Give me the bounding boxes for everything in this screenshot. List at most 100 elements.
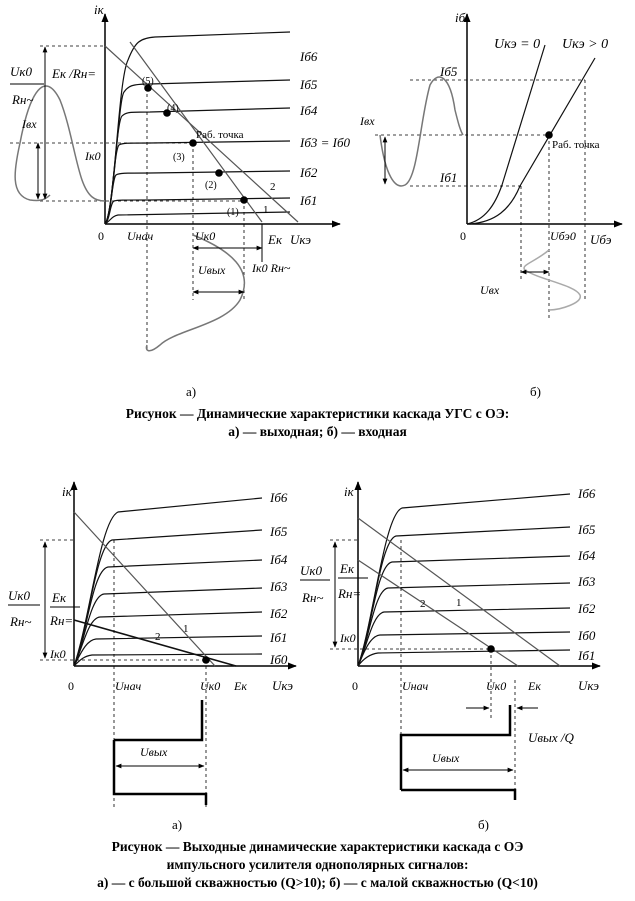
fig2b-tick-uk0: Uк0 [486,679,506,693]
fig1b-guides [375,79,586,320]
fig2b-label-ib1: Iб1 [577,648,595,663]
curve-ib0 [104,211,291,225]
fig2b-label-rn: Rн~ [301,590,323,605]
fig1a-points [144,84,248,204]
fig1a-label-ivx: Iвх [21,117,37,131]
fig1a-input-wave [19,85,106,202]
curve-ib1 [73,635,263,667]
fig1a-point-label-3: (3) [173,152,185,163]
fig2a-load-line-2 [73,619,237,667]
curve-ib2 [357,607,571,667]
fig1a-label-ik0: Iк0 [84,149,101,163]
fig2a-tick-unach: Uнач [115,679,141,693]
fig1a-label-ib3: Iб3 = Iб0 [299,135,351,150]
fig2b-load-line-1 [357,517,561,667]
fig2a-guides [40,539,207,810]
fig2b-label-uvyx-q: Uвых /Q [528,730,574,745]
fig1a-label-ib6: Iб6 [299,49,318,64]
fig2b-y-axis-label: iк [344,484,355,499]
fig1-caption-line2: а) — выходная; б) — входная [228,424,407,439]
fig2a-label-uvyx: Uвых [140,745,168,759]
fig1a-output-wave [145,234,246,352]
fig2a-x-axis-label: Uкэ [272,678,293,693]
fig2b-guides [330,539,516,790]
fig1-caption-line1: Рисунок — Динамические характеристики ка… [125,406,510,421]
curve-ib2 [104,170,291,225]
point-4 [163,109,171,117]
fig2b-label-ek: Eк [339,561,355,576]
fig1b-curve-label-pos: Uкэ > 0 [562,37,608,52]
fig2b-curves [357,493,571,667]
point-5 [144,84,152,92]
fig2a-label-ib5: Iб5 [269,524,288,539]
fig1a-tick-unach: Uнач [127,229,153,243]
fig2b-tick-unach: Uнач [402,679,428,693]
fig1b-output-wave [523,249,581,311]
fig2b-label-ib4: Iб4 [577,548,596,563]
fig1b-input-wave [379,76,464,187]
fig1a-origin: 0 [98,229,104,243]
fig2b-label-ib6: Iб6 [577,486,596,501]
fig2b-origin: 0 [352,679,358,693]
fig2b-label-rn-dc: Rн= [337,586,361,601]
fig1a-label-ib5: Iб5 [299,77,318,92]
fig2-caption-line2: импульсного усилителя однополярных сигна… [166,857,469,872]
fig1b-label-ib1: Iб1 [439,170,457,185]
fig2a-label-ek: Eк [51,590,67,605]
fig1a-tick-uk0: Uк0 [195,229,215,243]
fig2a-tick-ek: Eк [233,679,247,693]
fig2a-origin: 0 [68,679,74,693]
fig2a-load-line-1 [73,511,216,667]
point-2 [215,169,223,177]
fig1a-curves [104,31,291,225]
fig2a-label-rn-dc: Rн= [49,613,73,628]
fig1b-curve-label-0: Uкэ = 0 [494,37,540,52]
fig1a-label-ek-rn: Eк /Rн= [51,66,96,81]
fig1a-x-axis-label: Uкэ [290,232,311,247]
fig1b-x-axis-label: Uбэ [590,232,612,247]
fig1-panel-b-label: б) [530,384,541,399]
fig2b-x-axis-label: Uкэ [578,678,599,693]
curve-ib6 [357,493,571,667]
fig1a-label-uk0: Uк0 [10,64,32,79]
fig1a-load-label-2: 2 [270,181,276,193]
fig2a-label-ik0: Iк0 [49,647,66,661]
curve-ib6 [73,497,263,667]
fig2b-label-ib3: Iб3 [577,574,596,589]
fig2b-label-ib5: Iб5 [577,522,596,537]
fig1b-curve-uke0 [466,44,546,225]
curve-ib0 [73,653,263,667]
fig1b-label-ib5: Iб5 [439,64,458,79]
fig1b-tick-ube0: Uбэ0 [550,229,576,243]
fig1b-workpoint: Раб. точка [552,139,600,151]
fig2b-output-characteristic: iк Uкэ 0 Iб6 Iб5 Iб4 Iб3 Iб2 Iб1 Iб0 1 2… [300,481,601,800]
fig2a-label-rn: Rн~ [9,614,31,629]
fig1a-label-ib1: Iб1 [299,193,317,208]
fig2b-label-uvyx: Uвых [432,751,460,765]
fig2b-label-ib0: Iб0 [577,628,596,643]
fig2a-label-ib0: Iб0 [269,652,288,667]
fig2b-tick-ek: Eк [527,679,541,693]
fig2b-label-uk0: Uк0 [300,563,322,578]
fig2a-label-ib4: Iб4 [269,552,288,567]
fig1b-label-ivx: Iвх [359,114,375,128]
curve-ib5 [73,529,263,667]
fig1a-y-axis-label: iк [94,2,105,17]
fig2b-pulse [399,705,517,800]
fig1a-load-label-1: 1 [263,204,269,216]
curve-ib5 [357,526,571,667]
fig2a-label-ib6: Iб6 [269,490,288,505]
fig2a-label-ib2: Iб2 [269,606,288,621]
fig2a-tick-uk0: Uк0 [200,679,220,693]
fig1a-label-ib2: Iб2 [299,165,318,180]
curve-ib5 [104,79,291,225]
fig2-caption-line3: а) — с большой скважностью (Q>10); б) — … [97,875,538,890]
fig1a-load-line-1 [129,41,263,223]
fig2a-pulse [112,740,208,805]
fig1a-tick-ek: Eк [267,232,283,247]
fig2a-y-axis-label: iк [62,484,73,499]
fig1b-label-uvx: Uвх [480,283,500,297]
fig2b-load-label-1: 1 [456,597,462,609]
curve-ib1 [357,649,571,667]
fig1a-point-label-4: (4) [167,103,179,114]
